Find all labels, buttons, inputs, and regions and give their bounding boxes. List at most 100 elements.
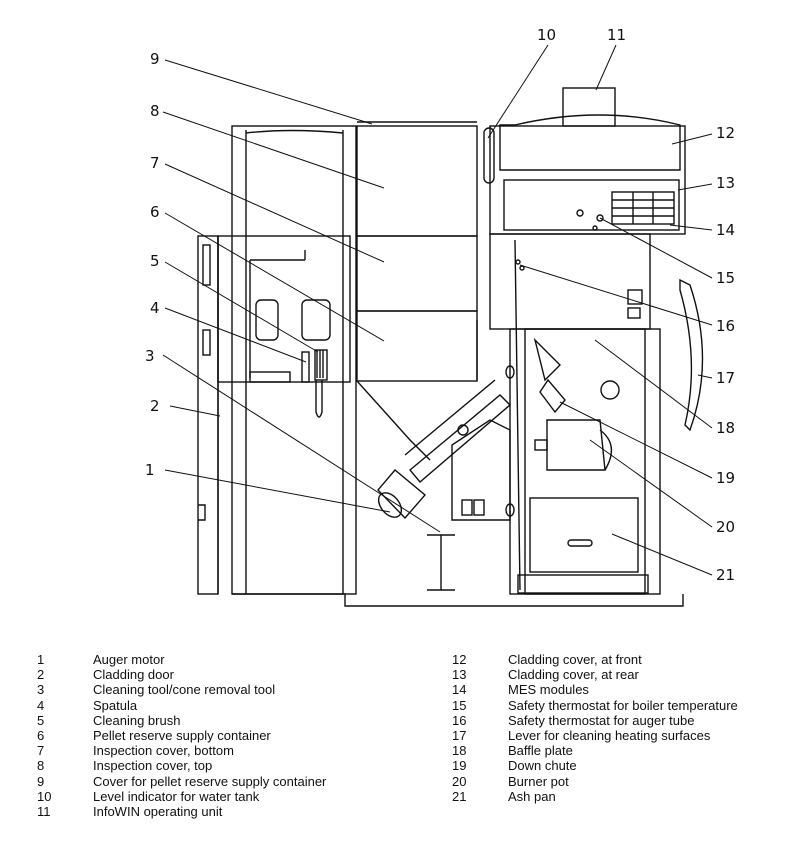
- base-plate: [232, 593, 684, 607]
- legend-text: InfoWIN operating unit: [93, 804, 223, 820]
- legend-item: 13 Cladding cover, at rear: [452, 667, 738, 682]
- legend-item: 20 Burner pot: [452, 774, 738, 789]
- legend-text: Cleaning tool/cone removal tool: [93, 682, 276, 698]
- legend-right: 12 Cladding cover, at front 13 Cladding cov…: [452, 652, 738, 804]
- legend-item: 15 Safety thermostat for boiler temperatu…: [452, 698, 738, 713]
- cleaning-brush: [314, 349, 328, 381]
- callout-9: 9: [150, 50, 160, 68]
- auger-motor-shape: [377, 469, 426, 520]
- legend-text: Inspection cover, bottom: [93, 743, 234, 759]
- legend-number: 18: [452, 743, 467, 759]
- legend-text: Auger motor: [93, 652, 165, 667]
- callout-16: 16: [716, 317, 735, 335]
- callout-19: 19: [716, 469, 735, 487]
- legend-text: Safety thermostat for boiler temperature: [508, 697, 738, 713]
- legend-item: 2 Cladding door: [37, 667, 326, 682]
- callout-11: 11: [607, 26, 626, 44]
- legend-text: Spatula: [93, 697, 138, 713]
- legend-item: 14 MES modules: [452, 682, 738, 697]
- callout-15: 15: [716, 269, 735, 287]
- baffle-plate: [533, 337, 561, 382]
- legend-number: 10: [37, 788, 52, 804]
- callout-20: 20: [716, 518, 735, 536]
- legend-number: 1: [37, 652, 45, 667]
- legend-number: 14: [452, 682, 467, 698]
- callout-18: 18: [716, 419, 735, 437]
- legend-number: 9: [37, 773, 45, 789]
- spatula: [301, 351, 310, 383]
- legend-item: 5 Cleaning brush: [37, 713, 326, 728]
- legend-item: 18 Baffle plate: [452, 743, 738, 758]
- callout-13: 13: [716, 174, 735, 192]
- legend-number: 19: [452, 758, 467, 774]
- legend-number: 17: [452, 728, 467, 744]
- legend-number: 20: [452, 773, 467, 789]
- boiler-exploded-diagram: 1 2 3 4 5 6 7 8 9 10 11 12 13 14 15 16 1…: [145, 26, 735, 607]
- cone-tool-stand: [427, 534, 455, 591]
- inspection-cover-bottom: [356, 235, 478, 312]
- callout-14: 14: [716, 221, 735, 239]
- infowin-unit: [562, 87, 616, 127]
- legend-item: 12 Cladding cover, at front: [452, 652, 738, 667]
- cladding-cover-front: [499, 114, 681, 171]
- legend-number: 13: [452, 667, 467, 683]
- down-chute: [539, 378, 566, 414]
- legend-number: 8: [37, 758, 45, 774]
- legend-number: 4: [37, 697, 45, 713]
- legend-item: 4 Spatula: [37, 698, 326, 713]
- legend-number: 16: [452, 712, 467, 728]
- legend-number: 15: [452, 697, 467, 713]
- callout-3: 3: [145, 347, 155, 365]
- callout-12: 12: [716, 124, 735, 142]
- legend-item: 19 Down chute: [452, 758, 738, 773]
- legend-item: 7 Inspection cover, bottom: [37, 743, 326, 758]
- legend-item: 16 Safety thermostat for auger tube: [452, 713, 738, 728]
- legend-item: 1 Auger motor: [37, 652, 326, 667]
- legend-text: MES modules: [508, 682, 589, 698]
- legend-item: 6 Pellet reserve supply container: [37, 728, 326, 743]
- legend-text: Ash pan: [508, 788, 556, 804]
- legend-number: 7: [37, 743, 45, 759]
- callout-1: 1: [145, 461, 155, 479]
- legend-text: Pellet reserve supply container: [93, 728, 271, 744]
- legend-text: Baffle plate: [508, 743, 573, 759]
- legend-number: 12: [452, 652, 467, 667]
- callout-5: 5: [150, 252, 160, 270]
- ash-pan: [529, 497, 639, 573]
- legend-item: 9 Cover for pellet reserve supply contain…: [37, 774, 326, 789]
- legend-number: 3: [37, 682, 45, 698]
- callout-4: 4: [150, 299, 160, 317]
- frame-left: [231, 125, 357, 595]
- legend-item: 11 InfoWIN operating unit: [37, 804, 326, 819]
- callout-2: 2: [150, 397, 160, 415]
- callout-6: 6: [150, 203, 160, 221]
- legend-text: Inspection cover, top: [93, 758, 213, 774]
- legend-item: 3 Cleaning tool/cone removal tool: [37, 682, 326, 697]
- control-panel: [503, 179, 680, 231]
- pellet-container: [356, 310, 478, 382]
- legend-text: Cladding cover, at front: [508, 652, 642, 667]
- legend-number: 11: [37, 804, 51, 820]
- legend-item: 10 Level indicator for water tank: [37, 789, 326, 804]
- callout-17: 17: [716, 369, 735, 387]
- legend-left: 1 Auger motor 2 Cladding door 3 Cleaning tool…: [37, 652, 326, 819]
- legend-text: Down chute: [508, 758, 577, 774]
- legend-text: Safety thermostat for auger tube: [508, 712, 695, 728]
- legend-text: Level indicator for water tank: [93, 788, 260, 804]
- legend-text: Cleaning brush: [93, 712, 181, 728]
- upper-panel: [489, 233, 651, 330]
- legend-text: Cladding door: [93, 667, 174, 683]
- legend-number: 2: [37, 667, 45, 683]
- legend-text: Burner pot: [508, 773, 569, 789]
- cleaning-lever: [679, 278, 704, 432]
- legend-number: 5: [37, 712, 45, 728]
- legend-text: Cladding cover, at rear: [508, 667, 639, 683]
- callout-7: 7: [150, 154, 160, 172]
- cleaning-tool: [315, 380, 323, 418]
- legend-item: 8 Inspection cover, top: [37, 758, 326, 773]
- legend-text: Cover for pellet reserve supply containe…: [93, 773, 327, 789]
- legend-number: 6: [37, 728, 45, 744]
- water-level-indicator: [483, 127, 495, 184]
